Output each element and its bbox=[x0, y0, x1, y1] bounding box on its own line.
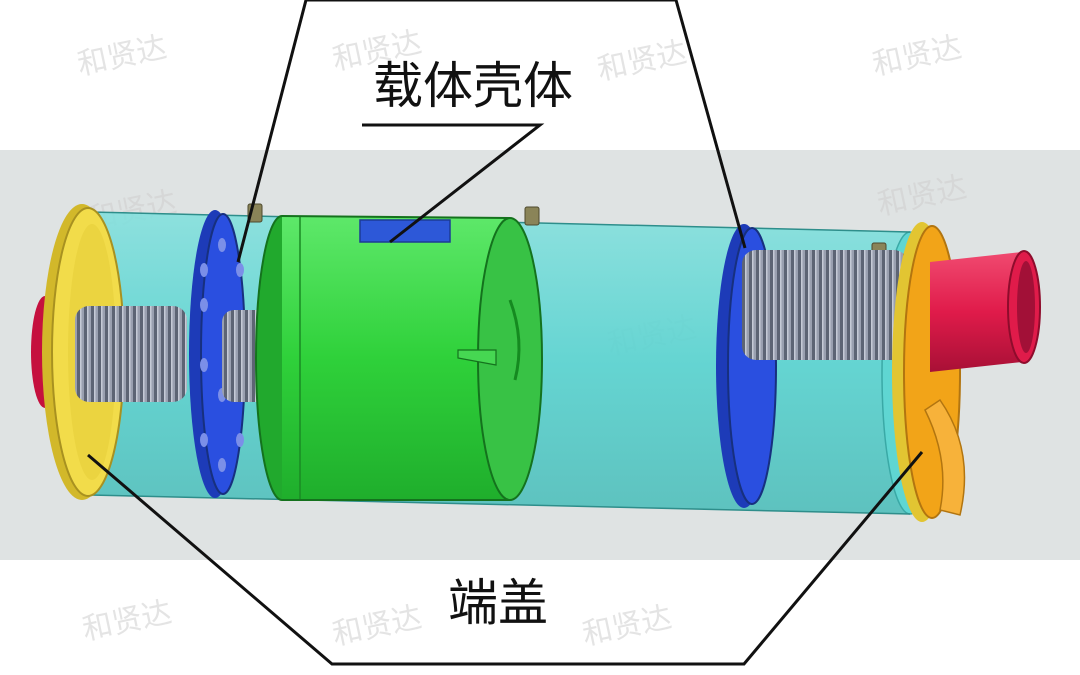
end-cap-label: 端盖 bbox=[448, 574, 548, 632]
carrier-shell bbox=[255, 215, 543, 501]
svg-text:和贤达: 和贤达 bbox=[594, 35, 689, 88]
svg-text:和贤达: 和贤达 bbox=[329, 600, 424, 653]
right-spring-coil bbox=[742, 250, 908, 360]
shell-leader-line bbox=[362, 123, 545, 244]
left-spring-coil bbox=[75, 306, 187, 402]
right-outlet-pipe bbox=[930, 250, 1041, 372]
svg-text:和贤达: 和贤达 bbox=[579, 600, 674, 653]
top-callout-outline bbox=[236, 0, 747, 263]
leader-lines bbox=[87, 0, 924, 666]
svg-text:和贤达: 和贤达 bbox=[79, 595, 174, 648]
watermark-text: 和贤达 bbox=[74, 30, 169, 83]
carrier-shell-label: 载体壳体 bbox=[373, 57, 573, 115]
bottom-callout-outline bbox=[87, 451, 924, 666]
svg-text:和贤达: 和贤达 bbox=[869, 30, 964, 83]
